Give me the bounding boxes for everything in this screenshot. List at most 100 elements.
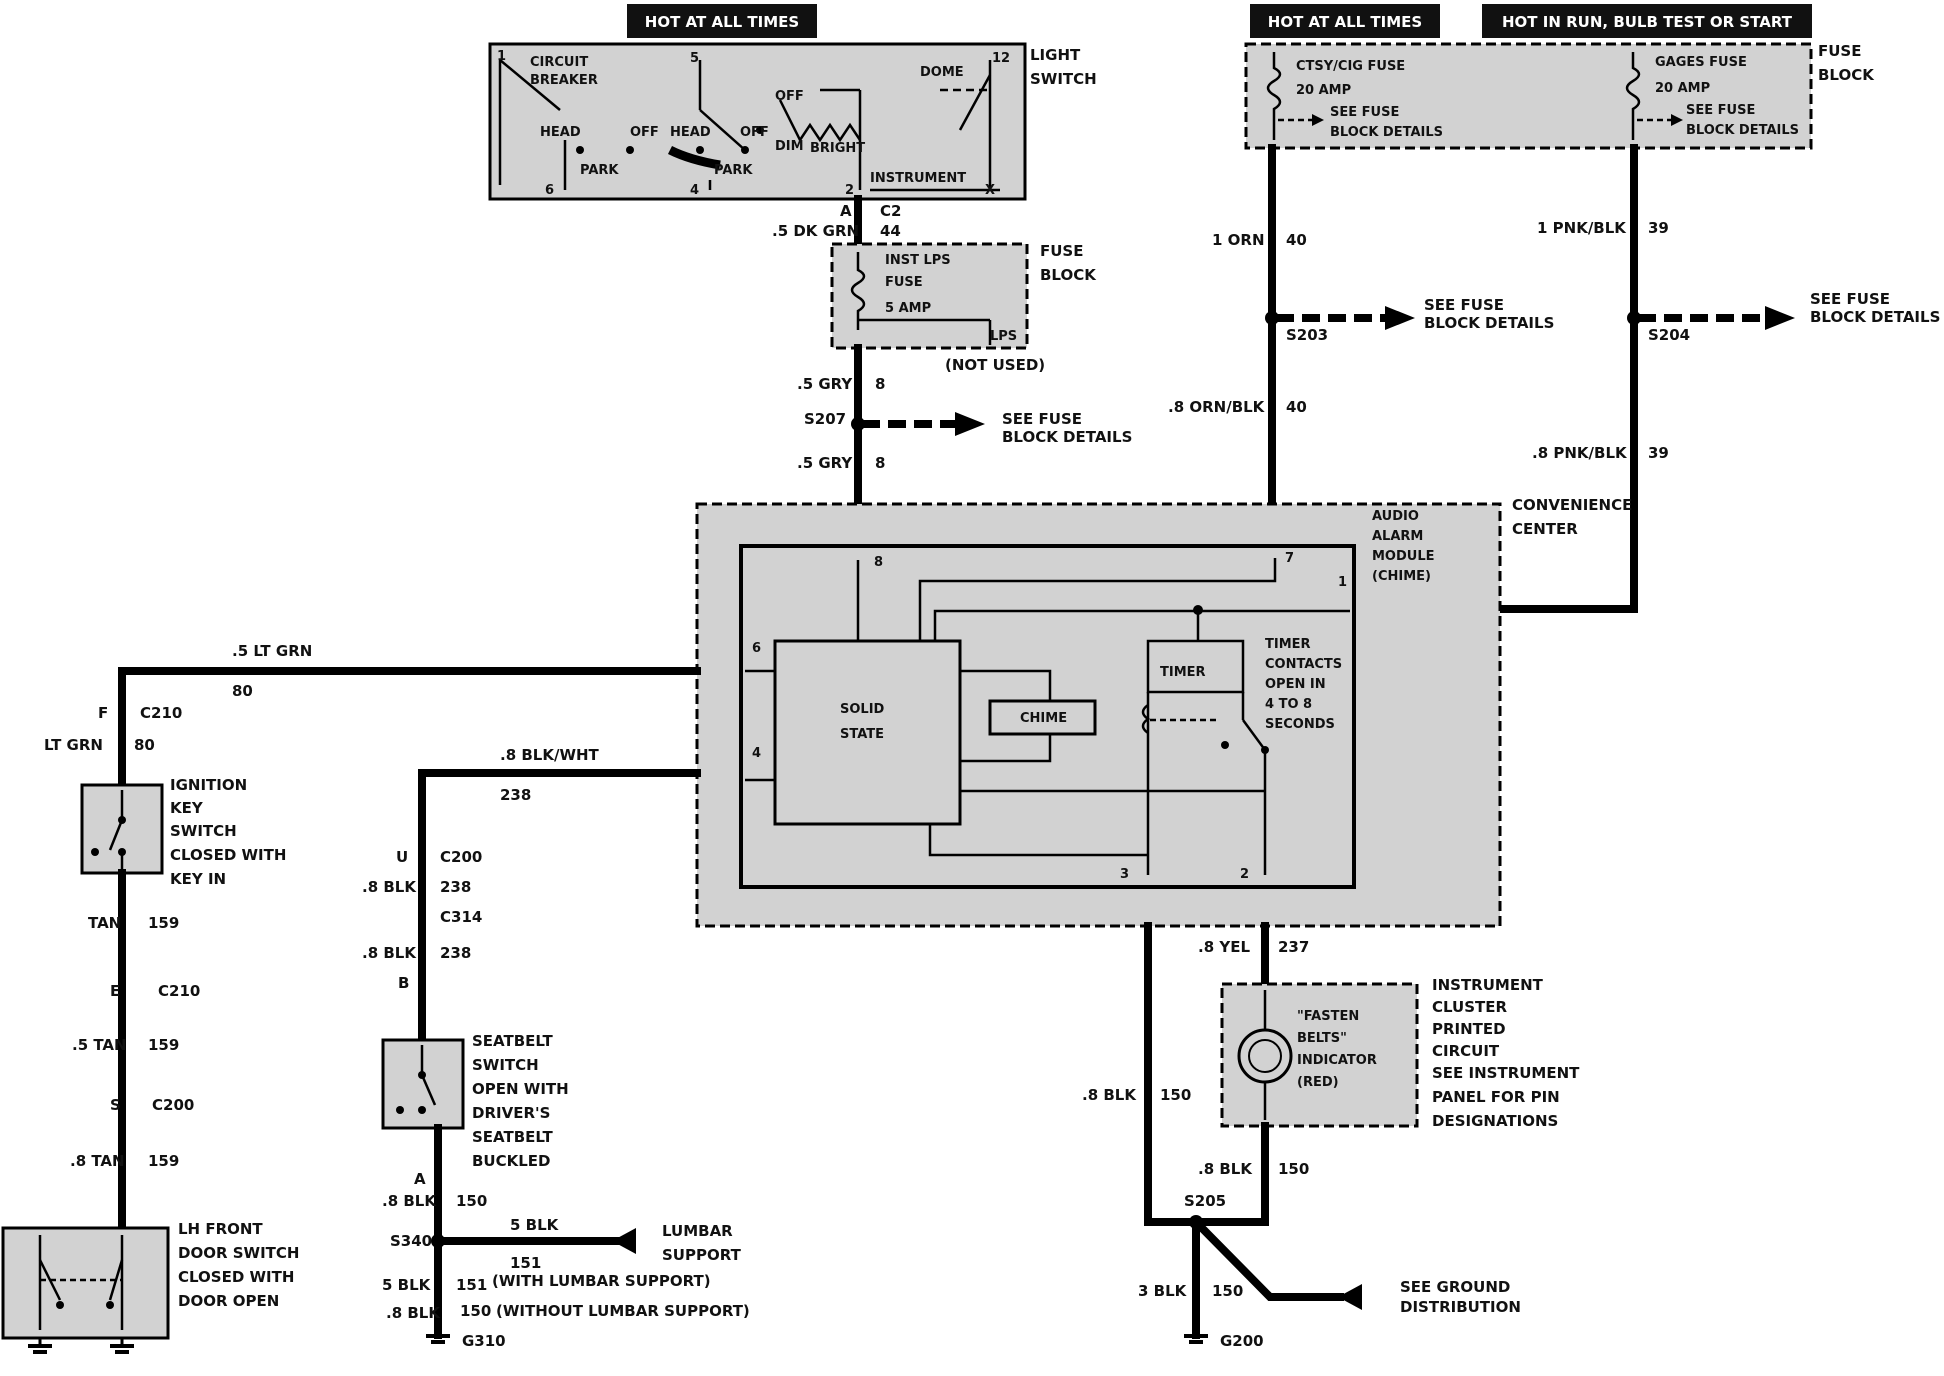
wire-159-circuit-2: 159 <box>148 1036 179 1054</box>
wire-150-left-size: .8 BLK <box>1082 1086 1137 1104</box>
svg-text:7: 7 <box>1285 551 1294 566</box>
cluster-label-3: PRINTED <box>1432 1020 1506 1038</box>
door-switch <box>1 1226 170 1340</box>
header-hot-in-run: HOT IN RUN, BULB TEST OR START <box>1482 4 1812 38</box>
wire-238-circuit: 238 <box>500 786 531 804</box>
svg-text:CHIME: CHIME <box>1020 711 1067 726</box>
ground-icon <box>28 1338 134 1354</box>
svg-text:TIMER: TIMER <box>1265 637 1311 652</box>
svg-text:OFF: OFF <box>775 89 804 104</box>
door-switch-desc-1: CLOSED WITH <box>178 1268 294 1286</box>
connector-c210-f: C210 <box>140 704 182 722</box>
wire-238-size-2: .8 BLK <box>362 878 417 896</box>
fasten-belts-indicator: "FASTEN BELTS" INDICATOR (RED) <box>1220 982 1419 1128</box>
wire-238-size-3: .8 BLK <box>362 944 417 962</box>
seatbelt-label-1: SEATBELT <box>472 1032 553 1050</box>
wire-39-size-top: 1 PNK/BLK <box>1537 219 1627 237</box>
wire-80-size-2: LT GRN <box>44 736 103 754</box>
svg-text:6: 6 <box>752 641 761 656</box>
svg-text:MODULE: MODULE <box>1372 549 1435 564</box>
svg-text:CTSY/CIG FUSE: CTSY/CIG FUSE <box>1296 59 1405 74</box>
connector-c2: C2 <box>880 202 901 220</box>
wire-150-circuit-3: 150 <box>460 1302 491 1320</box>
lumbar-wire-size: 5 BLK <box>510 1216 560 1234</box>
seatbelt-desc-1: OPEN WITH <box>472 1080 569 1098</box>
door-switch-label-1: LH FRONT <box>178 1220 263 1238</box>
svg-text:BLOCK DETAILS: BLOCK DETAILS <box>1686 123 1799 138</box>
svg-text:OFF: OFF <box>630 125 659 140</box>
svg-text:2: 2 <box>845 183 854 198</box>
splice-s204: S204 <box>1648 326 1690 344</box>
ignition-label-2: KEY <box>170 799 204 817</box>
lumbar-label-2: SUPPORT <box>662 1246 742 1264</box>
wire-238-size: .8 BLK/WHT <box>500 746 600 764</box>
connector-c200-s: C200 <box>152 1096 194 1114</box>
svg-text:SOLID: SOLID <box>840 702 885 717</box>
svg-text:(CHIME): (CHIME) <box>1372 569 1431 584</box>
ignition-switch <box>80 783 164 875</box>
wire-238-circuit-2: 238 <box>440 878 471 896</box>
convenience-center-label-2: CENTER <box>1512 520 1578 538</box>
svg-text:4: 4 <box>690 183 699 198</box>
svg-text:LPS: LPS <box>990 329 1017 344</box>
svg-text:X: X <box>985 183 995 198</box>
wire-159-size-1: TAN <box>88 914 121 932</box>
svg-text:SEE FUSE: SEE FUSE <box>1330 105 1399 120</box>
s207-see-2: BLOCK DETAILS <box>1002 428 1132 446</box>
cluster-label-5: SEE INSTRUMENT <box>1432 1064 1580 1082</box>
svg-text:ALARM: ALARM <box>1372 529 1423 544</box>
connector-c210-f-pin: F <box>98 704 108 722</box>
wire-40-size-bottom: .8 ORN/BLK <box>1168 398 1266 416</box>
svg-text:20 AMP: 20 AMP <box>1296 83 1351 98</box>
main-fuse-block-label-2: BLOCK <box>1818 66 1875 84</box>
ignition-desc-1: CLOSED WITH <box>170 846 286 864</box>
s203-arrow-head <box>1385 306 1415 330</box>
wire-151-circuit: 151 <box>456 1276 487 1294</box>
s204-see-1: SEE FUSE <box>1810 290 1890 308</box>
svg-text:HOT AT ALL TIMES: HOT AT ALL TIMES <box>645 13 799 31</box>
wire-159-size-3: .8 TAN <box>70 1152 125 1170</box>
svg-text:CIRCUIT: CIRCUIT <box>530 55 588 70</box>
convenience-center: AUDIO ALARM MODULE (CHIME) SOLID STATE C… <box>695 502 1502 928</box>
svg-text:HOT AT ALL TIMES: HOT AT ALL TIMES <box>1268 13 1422 31</box>
ground-g310: G310 <box>462 1332 506 1350</box>
svg-text:GAGES FUSE: GAGES FUSE <box>1655 55 1747 70</box>
wire-150-indicator <box>1192 1122 1269 1226</box>
splice-s207: S207 <box>804 410 846 428</box>
lumbar-arrow-head <box>612 1228 636 1254</box>
door-switch-label-2: DOOR SWITCH <box>178 1244 299 1262</box>
connector-pin-b: B <box>398 974 409 992</box>
cluster-label-4: CIRCUIT <box>1432 1042 1500 1060</box>
wire-238 <box>418 769 701 1044</box>
svg-text:"FASTEN: "FASTEN <box>1297 1009 1359 1024</box>
s204-arrow-head <box>1765 306 1795 330</box>
main-fuse-block: CTSY/CIG FUSE 20 AMP SEE FUSE BLOCK DETA… <box>1244 42 1813 150</box>
wire-159-circuit-1: 159 <box>148 914 179 932</box>
light-switch-pin-a: A <box>840 202 852 220</box>
wire-39-circuit-bottom: 39 <box>1648 444 1669 462</box>
svg-text:STATE: STATE <box>840 727 884 742</box>
svg-text:6: 6 <box>545 183 554 198</box>
wire-80-circuit: 80 <box>232 682 253 700</box>
seatbelt-label-2: SWITCH <box>472 1056 539 1074</box>
svg-text:HEAD: HEAD <box>670 125 711 140</box>
svg-text:12: 12 <box>992 51 1010 66</box>
ground-see-1: SEE GROUND <box>1400 1278 1510 1296</box>
header-hot-all-times-right: HOT AT ALL TIMES <box>1250 4 1440 38</box>
wire-237-size: .8 YEL <box>1198 938 1250 956</box>
svg-text:DIM: DIM <box>775 139 804 154</box>
wire-80 <box>118 667 701 789</box>
ignition-label-3: SWITCH <box>170 822 237 840</box>
splice-s203: S203 <box>1286 326 1328 344</box>
cluster-label-1: INSTRUMENT <box>1432 976 1544 994</box>
wire-237-circuit: 237 <box>1278 938 1309 956</box>
connector-c210-e-pin: E <box>110 982 120 1000</box>
svg-text:4: 4 <box>752 746 761 761</box>
wire-40-circuit-top: 40 <box>1286 231 1307 249</box>
inst-fuse-not-used: (NOT USED) <box>945 356 1045 374</box>
ground-icon <box>426 1334 450 1344</box>
svg-text:2: 2 <box>1240 867 1249 882</box>
svg-text:CONTACTS: CONTACTS <box>1265 657 1342 672</box>
wire-39-circuit-top: 39 <box>1648 219 1669 237</box>
